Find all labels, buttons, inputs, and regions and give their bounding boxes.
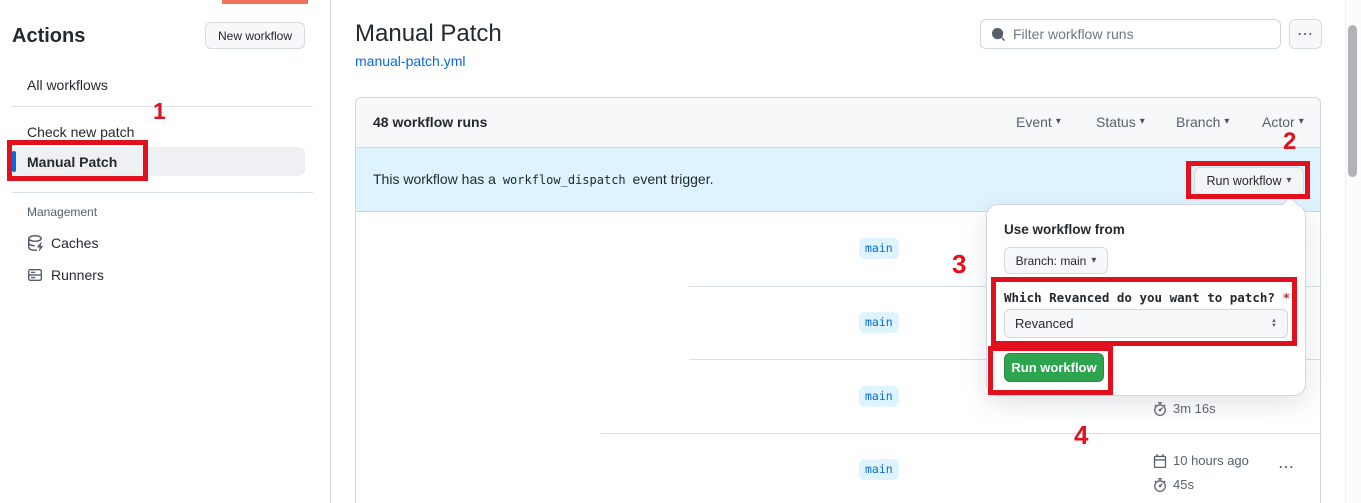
chevron-down-icon: ▾ <box>1298 116 1304 127</box>
chevron-down-icon: ▾ <box>1055 116 1061 127</box>
search-icon <box>991 27 1006 42</box>
sidebar-item-all-workflows[interactable]: All workflows <box>27 77 108 93</box>
runners-icon <box>27 267 43 283</box>
annotation-number-2: 2 <box>1283 128 1297 155</box>
sidebar-item-caches[interactable]: Caches <box>27 235 98 251</box>
filter-branch[interactable]: Branch ▾ <box>1176 114 1229 130</box>
filter-status-label: Status <box>1096 114 1136 130</box>
banner-text-after: event trigger. <box>632 171 714 187</box>
top-annotation-bar <box>222 0 308 4</box>
kebab-icon: ⋯ <box>1297 26 1314 43</box>
filter-runs-searchbox[interactable] <box>980 19 1281 49</box>
chevron-down-icon: ▾ <box>1224 116 1230 127</box>
filter-actor[interactable]: Actor ▾ <box>1262 114 1304 130</box>
run-workflow-dropdown-label: Run workflow <box>1206 174 1282 188</box>
annotation-number-3: 3 <box>952 249 967 279</box>
revanced-select[interactable]: Revanced ▲ ▼ <box>1004 309 1288 338</box>
branch-select-button[interactable]: Branch: main ▾ <box>1004 247 1108 274</box>
filter-actor-label: Actor <box>1262 114 1295 130</box>
branch-badge[interactable]: main <box>859 312 899 333</box>
stopwatch-icon <box>1153 477 1167 492</box>
page-title: Manual Patch <box>355 20 502 47</box>
annotation-box-3 <box>991 277 1297 346</box>
management-section-header: Management <box>27 205 98 219</box>
banner-text-before: This workflow has a <box>373 171 496 187</box>
run-options-kebab-button[interactable]: ⋯ <box>1278 457 1294 477</box>
branch-badge[interactable]: main <box>859 459 899 480</box>
annotation-box-4 <box>988 346 1113 395</box>
filter-event[interactable]: Event ▾ <box>1016 114 1061 130</box>
sidebar-item-caches-label: Caches <box>51 235 99 251</box>
sidebar-item-check-new-patch[interactable]: Check new patch <box>27 124 135 140</box>
run-workflow-submit-button[interactable]: Run workflow <box>1004 353 1104 382</box>
select-updown-icon: ▲ ▼ <box>1271 317 1277 329</box>
filter-branch-label: Branch <box>1176 114 1221 130</box>
chevron-down-icon: ▾ <box>1091 254 1097 266</box>
branch-select-label: Branch: main <box>1015 253 1087 268</box>
annotation-number-1: 1 <box>153 98 166 124</box>
run-date: 10 hours ago <box>1153 453 1249 468</box>
workflow-options-kebab-button[interactable]: ⋯ <box>1289 19 1322 49</box>
cache-icon <box>27 235 43 251</box>
annotation-box-2 <box>1186 161 1310 199</box>
workflow-dispatch-banner: This workflow has a workflow_dispatch ev… <box>356 148 1320 212</box>
new-workflow-button[interactable]: New workflow <box>205 22 305 49</box>
sidebar-item-runners-label: Runners <box>51 267 104 283</box>
workflow-file-link[interactable]: manual-patch.yml <box>355 53 466 69</box>
use-workflow-from-label: Use workflow from <box>1004 222 1125 237</box>
filter-status[interactable]: Status ▾ <box>1096 114 1145 130</box>
selected-accent-bar <box>12 151 16 172</box>
runs-count: 48 workflow runs <box>373 114 488 130</box>
revanced-select-value: Revanced <box>1015 316 1074 331</box>
chevron-down-icon: ▾ <box>1139 116 1145 127</box>
sidebar-item-manual-patch-label[interactable]: Manual Patch <box>27 154 118 170</box>
run-duration-label: 3m 16s <box>1173 401 1216 416</box>
branch-badge[interactable]: main <box>859 238 899 259</box>
stopwatch-icon <box>1153 401 1167 416</box>
kebab-icon: ⋯ <box>1278 459 1294 476</box>
sidebar-item-manual-patch[interactable] <box>8 147 305 176</box>
input-label-text: Which Revanced do you want to patch? <box>1004 290 1275 305</box>
row-divider <box>601 433 1321 434</box>
filter-runs-input[interactable] <box>1013 26 1253 42</box>
chevron-down-icon: ▾ <box>1286 175 1292 186</box>
filter-event-label: Event <box>1016 114 1052 130</box>
annotation-box-1 <box>7 140 148 181</box>
run-duration: 45s <box>1153 477 1194 492</box>
sidebar-item-runners[interactable]: Runners <box>27 267 104 283</box>
branch-badge[interactable]: main <box>859 386 899 407</box>
sidebar-divider <box>12 192 313 193</box>
input-label: Which Revanced do you want to patch? * <box>1004 290 1290 305</box>
banner-text: This workflow has a workflow_dispatch ev… <box>373 171 713 187</box>
sidebar-title: Actions <box>12 25 86 47</box>
runs-list-header: 48 workflow runs Event ▾ Status ▾ Branch… <box>356 98 1320 148</box>
calendar-icon <box>1153 453 1167 468</box>
annotation-number-4: 4 <box>1074 420 1089 450</box>
sidebar-divider <box>12 106 313 107</box>
run-duration-label: 45s <box>1173 477 1194 492</box>
banner-code: workflow_dispatch <box>502 173 626 187</box>
scrollbar-thumb[interactable] <box>1348 25 1357 177</box>
content-divider <box>330 0 331 503</box>
run-duration: 3m 16s <box>1153 401 1216 416</box>
run-date-label: 10 hours ago <box>1173 453 1249 468</box>
run-workflow-panel: Use workflow from Branch: main ▾ Which R… <box>986 204 1306 396</box>
required-marker: * <box>1282 290 1290 305</box>
